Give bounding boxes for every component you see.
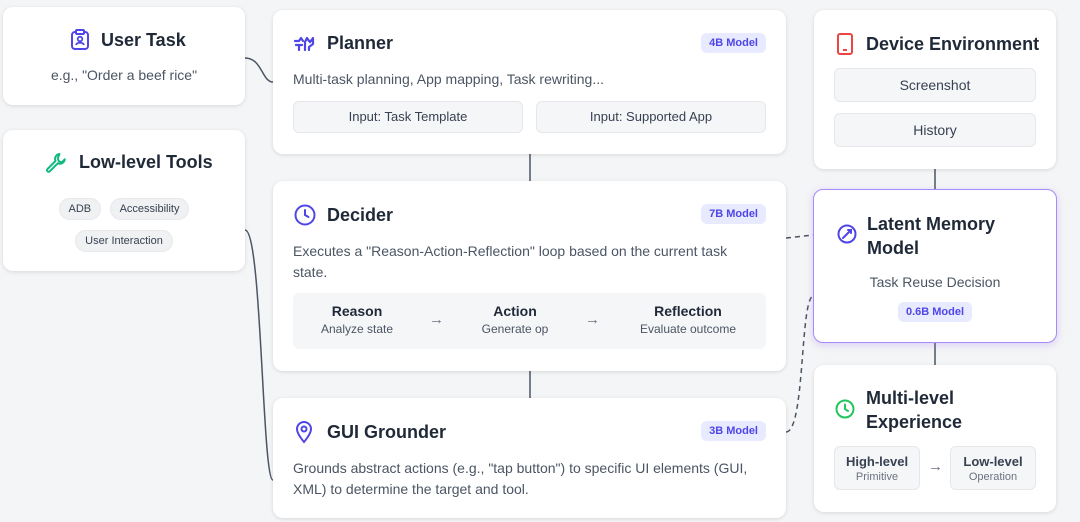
cat-icon: [293, 36, 315, 52]
arrow-icon: →: [928, 458, 943, 475]
step-action-sub: Generate op: [481, 322, 549, 336]
high-level-sub: Primitive: [855, 471, 899, 483]
latent-memory-model-badge: 0.6B Model: [897, 302, 973, 322]
step-reflection-sub: Evaluate outcome: [639, 322, 737, 336]
device-history-box: History: [834, 113, 1036, 147]
device-environment-card: Device Environment Screenshot History: [814, 10, 1056, 169]
decider-card: Decider 7B Model Executes a "Reason-Acti…: [273, 181, 786, 371]
experience-title: Multi-level Experience: [866, 388, 963, 432]
planner-title: Planner: [327, 32, 394, 53]
clock-icon: [294, 204, 316, 226]
device-screenshot-box: Screenshot: [834, 68, 1036, 102]
planner-input-supported-app: Input: Supported App: [536, 101, 766, 133]
decider-model-badge: 7B Model: [701, 204, 766, 224]
step-action-label: Action: [493, 303, 537, 319]
experience-low-level-box: Low-level Operation: [950, 446, 1036, 490]
device-environment-title: Device Environment: [866, 33, 1040, 54]
tool-pill-adb: ADB: [58, 198, 102, 220]
experience-high-level-box: High-level Primitive: [834, 446, 920, 490]
gui-grounder-card: GUI Grounder 3B Model Grounds abstract a…: [273, 398, 786, 518]
low-level-tools-card: Low-level Tools ADB Accessibility User I…: [3, 130, 245, 271]
low-level-label: Low-level: [963, 454, 1023, 469]
latent-memory-title: Latent Memory Model: [867, 214, 996, 258]
planner-description: Multi-task planning, App mapping, Task r…: [293, 71, 605, 87]
step-reflection-label: Reflection: [654, 303, 722, 319]
decider-loop-panel: Reason Analyze state → Action Generate o…: [293, 293, 766, 349]
latent-memory-card: Latent Memory Model Task Reuse Decision …: [813, 189, 1057, 343]
planner-input-task-template: Input: Task Template: [293, 101, 523, 133]
latent-memory-description: Task Reuse Decision: [869, 274, 1001, 290]
gui-grounder-description: Grounds abstract actions (e.g., "tap but…: [293, 460, 748, 497]
step-reason-sub: Analyze state: [320, 322, 394, 336]
wrench-icon: [46, 153, 66, 173]
high-level-label: High-level: [845, 454, 909, 469]
location-pin-icon: [295, 421, 313, 444]
user-task-example: e.g., "Order a beef rice": [50, 67, 198, 83]
planner-model-badge: 4B Model: [701, 33, 766, 53]
arrow-icon: →: [585, 311, 600, 328]
phone-icon: [837, 33, 853, 55]
low-level-tools-title: Low-level Tools: [79, 151, 213, 172]
planner-card: Planner 4B Model Multi-task planning, Ap…: [273, 10, 786, 154]
experience-card: Multi-level Experience High-level Primit…: [814, 365, 1056, 512]
arrow-icon: →: [429, 311, 444, 328]
decider-description: Executes a "Reason-Action-Reflection" lo…: [293, 243, 728, 280]
clipboard-user-icon: [71, 29, 89, 50]
decider-title: Decider: [327, 204, 394, 225]
tool-pill-accessibility: Accessibility: [109, 198, 190, 220]
low-level-sub: Operation: [968, 471, 1018, 483]
gauge-icon: [837, 224, 857, 244]
tool-pill-user-interaction: User Interaction: [75, 230, 173, 252]
user-task-card: User Task e.g., "Order a beef rice": [3, 7, 245, 105]
gui-grounder-title: GUI Grounder: [327, 421, 447, 442]
gui-grounder-model-badge: 3B Model: [701, 421, 766, 441]
step-reason-label: Reason: [331, 303, 383, 319]
clock-icon: [835, 399, 855, 419]
user-task-title: User Task: [101, 29, 186, 50]
